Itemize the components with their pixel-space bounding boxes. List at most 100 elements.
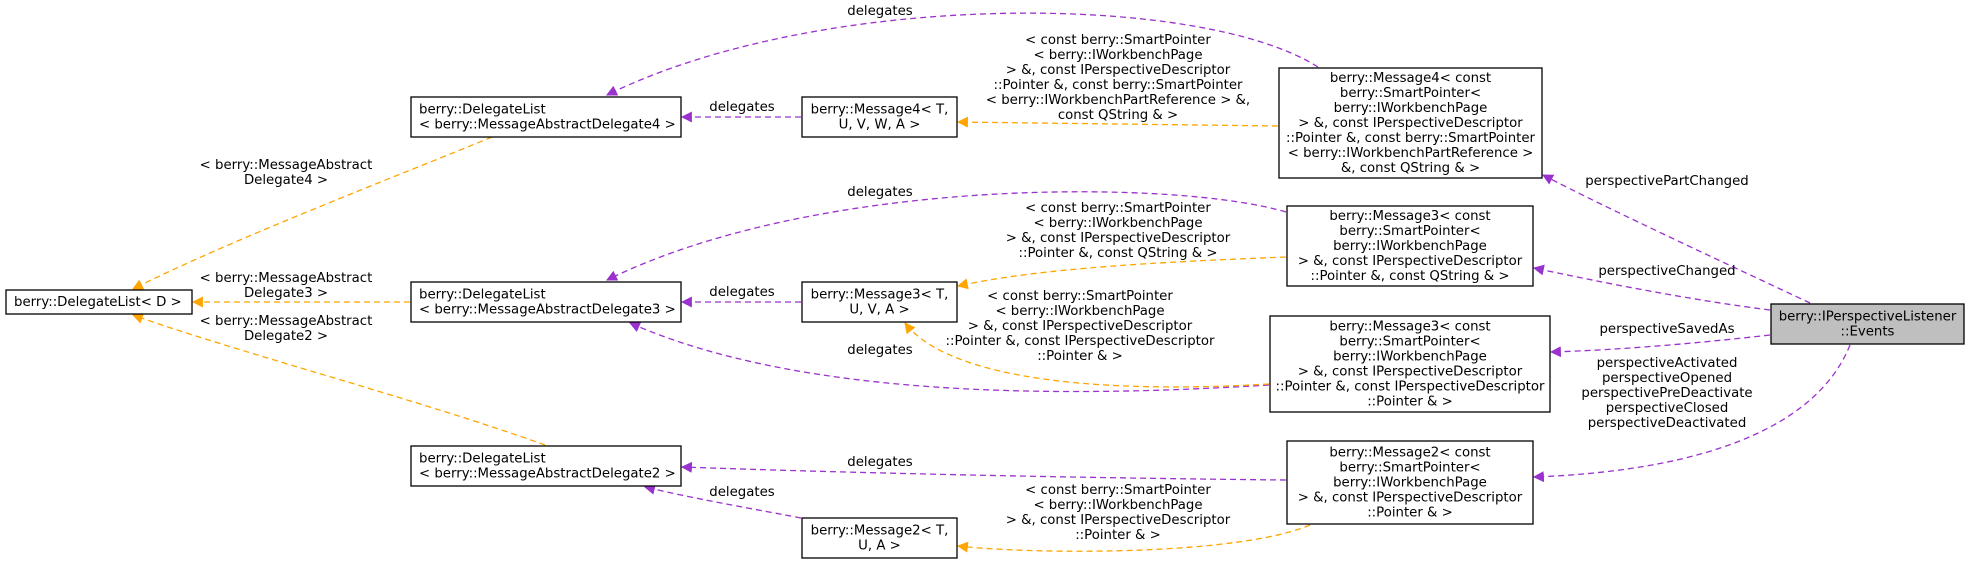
- node-label-line: berry::Message3< const: [1329, 320, 1490, 335]
- node-label-line: < berry::IWorkbenchPartReference >: [1288, 146, 1534, 161]
- node-delegatelist-3[interactable]: berry::DelegateList< berry::MessageAbstr…: [410, 281, 682, 323]
- delegates-arrow: [606, 12, 1319, 96]
- node-message3-tmpl[interactable]: berry::Message3< T,U, V, A >: [801, 281, 958, 323]
- node-label-line: ::Pointer &, const QString & >: [1310, 269, 1509, 284]
- edge-label-line: delegates: [847, 185, 912, 200]
- template-arrow: [956, 116, 1279, 128]
- node-box: [801, 517, 958, 559]
- edge-label-m3b-dl3: delegates: [847, 343, 912, 358]
- node-delegatelist-d[interactable]: berry::DelegateList< D >: [5, 289, 193, 315]
- node-label-line: berry::SmartPointer<: [1339, 335, 1480, 350]
- delegates-arrow: [606, 191, 1287, 281]
- node-message2-tmpl[interactable]: berry::Message2< T,U, A >: [801, 517, 958, 559]
- node-box: [410, 445, 682, 487]
- edge-label-ev-m4i: perspectivePartChanged: [1585, 174, 1749, 189]
- template-arrow: [904, 322, 1270, 388]
- delegates-arrow: [628, 321, 1270, 393]
- edge-label-m4t-dl4: delegates: [709, 100, 774, 115]
- edge-label-line: < const berry::SmartPointer: [1025, 201, 1211, 216]
- edge-m2i-dl2: [680, 461, 1287, 481]
- edge-label-m4i-m4t: < const berry::SmartPointer< berry::IWor…: [986, 33, 1250, 123]
- node-delegatelist-2[interactable]: berry::DelegateList< berry::MessageAbstr…: [410, 445, 682, 487]
- node-label-line: U, A >: [858, 539, 901, 554]
- node-label-line: berry::Message4< const: [1330, 71, 1491, 86]
- edge-label-line: Delegate3 >: [244, 286, 328, 301]
- edge-label-line: > &, const IPerspectiveDescriptor: [968, 319, 1193, 334]
- node-box: [5, 289, 193, 315]
- node-label-line: berry::DelegateList: [419, 288, 546, 303]
- edge-label-line: < berry::MessageAbstract: [200, 271, 373, 286]
- edge-ev-m2i: [1532, 344, 1851, 483]
- edge-label-line: perspectiveChanged: [1598, 264, 1735, 279]
- edge-ev-m4i: [1542, 174, 1811, 304]
- edge-label-m2t-dl2: delegates: [709, 485, 774, 500]
- edge-dl2-dld: [131, 313, 546, 446]
- node-label-line: berry::Message2< const: [1329, 446, 1490, 461]
- node-label-line: berry::IWorkbenchPage: [1333, 476, 1487, 491]
- node-label-line: berry::SmartPointer<: [1339, 461, 1480, 476]
- edge-label-line: delegates: [709, 285, 774, 300]
- edge-label-line: perspectiveClosed: [1606, 401, 1729, 416]
- node-box: [801, 96, 958, 138]
- edge-label-line: perspectiveDeactivated: [1588, 416, 1747, 431]
- template-arrow: [131, 313, 546, 446]
- edge-label-line: perspectiveActivated: [1597, 356, 1738, 371]
- node-label-line: < berry::MessageAbstractDelegate2 >: [419, 467, 676, 482]
- edge-label-line: delegates: [847, 4, 912, 19]
- edge-label-line: < berry::MessageAbstract: [200, 314, 373, 329]
- node-label-line: berry::IWorkbenchPage: [1333, 350, 1487, 365]
- node-message4-tmpl[interactable]: berry::Message4< T,U, V, W, A >: [801, 96, 958, 138]
- node-box: [1269, 315, 1551, 413]
- edge-label-m2i-m2t: < const berry::SmartPointer< berry::IWor…: [1006, 483, 1231, 543]
- edge-label-line: perspectivePartChanged: [1585, 174, 1749, 189]
- node-box: [410, 96, 682, 138]
- edge-label-line: ::Pointer &, const IPerspectiveDescripto…: [946, 334, 1215, 349]
- edge-label-line: < berry::IWorkbenchPage: [1033, 498, 1202, 513]
- node-label-line: berry::SmartPointer<: [1339, 224, 1480, 239]
- edge-label-line: perspectiveOpened: [1602, 371, 1732, 386]
- node-label-line: > &, const IPerspectiveDescriptor: [1298, 116, 1523, 131]
- node-delegatelist-4[interactable]: berry::DelegateList< berry::MessageAbstr…: [410, 96, 682, 138]
- node-label-line: &, const QString & >: [1341, 161, 1480, 176]
- edge-label-line: < const berry::SmartPointer: [987, 289, 1173, 304]
- edge-m3a-dl3: [606, 191, 1287, 281]
- node-label-line: < berry::MessageAbstractDelegate4 >: [419, 118, 676, 133]
- node-label-line: ::Pointer &, const berry::SmartPointer: [1286, 131, 1536, 146]
- node-box: [1286, 205, 1534, 287]
- delegates-arrow: [643, 483, 802, 519]
- edge-label-line: ::Pointer & >: [1075, 528, 1161, 543]
- edge-label-line: > &, const IPerspectiveDescriptor: [1006, 513, 1231, 528]
- node-label-line: berry::DelegateList: [419, 103, 546, 118]
- node-label-line: ::Pointer & >: [1367, 506, 1453, 521]
- edge-label-line: < berry::MessageAbstract: [200, 158, 373, 173]
- node-label-line: berry::Message4< T,: [811, 103, 949, 118]
- edge-label-line: > &, const IPerspectiveDescriptor: [1006, 231, 1231, 246]
- delegates-arrow: [680, 461, 1287, 481]
- node-box: [1770, 303, 1965, 345]
- node-box: [410, 281, 682, 323]
- node-label: berry::DelegateList< berry::MessageAbstr…: [419, 452, 676, 482]
- edge-label-m3t-dl3: delegates: [709, 285, 774, 300]
- edge-label-line: < berry::IWorkbenchPage: [1033, 216, 1202, 231]
- edge-label-m3a-dl3: delegates: [847, 185, 912, 200]
- node-label-line: > &, const IPerspectiveDescriptor: [1298, 254, 1523, 269]
- node-label-line: berry::Message2< T,: [811, 524, 949, 539]
- node-events[interactable]: berry::IPerspectiveListener::Events: [1770, 303, 1965, 345]
- edge-label-line: delegates: [709, 485, 774, 500]
- delegates-arrow: [1542, 174, 1811, 304]
- delegates-arrow: [1532, 264, 1771, 311]
- edge-label-line: ::Pointer &, const QString & >: [1018, 246, 1217, 261]
- edge-label-m2i-dl2: delegates: [847, 455, 912, 470]
- node-label-line: berry::SmartPointer<: [1340, 86, 1481, 101]
- edge-label-line: delegates: [709, 100, 774, 115]
- edge-label-line: ::Pointer & >: [1037, 349, 1123, 364]
